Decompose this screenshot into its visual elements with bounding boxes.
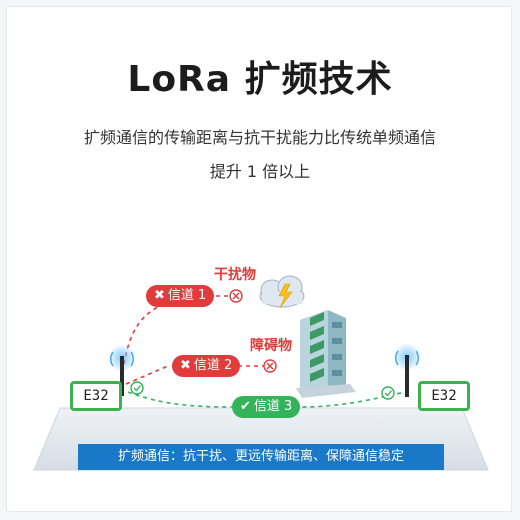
- check-icon: [381, 386, 395, 400]
- channel-3-label: 信道 3: [253, 399, 293, 414]
- channel-3-badge: ✔信道 3: [232, 396, 301, 418]
- channel-2-label: 信道 2: [193, 358, 233, 373]
- right-device: E32: [418, 381, 470, 411]
- building-icon: [296, 310, 356, 398]
- close-icon: ✖: [154, 288, 165, 303]
- channel-1-label: 信道 1: [167, 288, 207, 303]
- interference-label: 干扰物: [214, 267, 256, 283]
- channel-2-badge: ✖信道 2: [172, 355, 241, 377]
- right-antenna-icon: [393, 343, 421, 397]
- page-title: LoRa 扩频技术: [127, 59, 393, 100]
- check-mark-icon: ✔: [240, 399, 251, 414]
- blocked-icon: [263, 359, 277, 373]
- feature-banner: 扩频通信：抗干扰、更远传输距离、保障通信稳定: [78, 444, 444, 470]
- channel-2-path: [125, 365, 169, 385]
- channel-1-badge: ✖信道 1: [146, 285, 215, 307]
- storm-cloud-icon: [259, 275, 305, 309]
- subtitle-line-2: 提升 1 倍以上: [209, 162, 311, 181]
- subtitle-line-1: 扩频通信的传输距离与抗干扰能力比传统单频通信: [83, 128, 436, 147]
- close-icon: ✖: [180, 358, 191, 373]
- barrier-label: 障碍物: [250, 338, 292, 354]
- blocked-icon: [229, 289, 243, 303]
- check-icon: [130, 381, 144, 395]
- left-antenna-icon: [108, 344, 136, 396]
- left-device: E32: [70, 381, 122, 411]
